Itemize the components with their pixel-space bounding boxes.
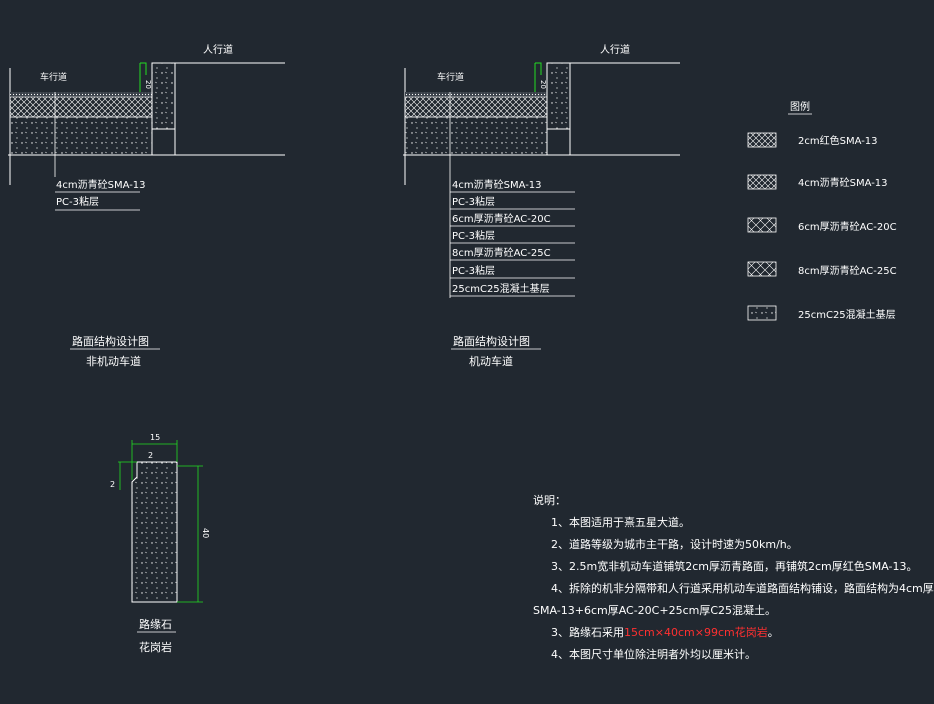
sidewalk-label-left: 人行道 — [203, 43, 233, 56]
legend: 图例 2cm红色SMA-13 4cm沥青砼SMA-13 6cm厚沥青砼AC-20… — [747, 100, 897, 321]
legend-title: 图例 — [790, 100, 810, 113]
svg-text:20: 20 — [144, 80, 152, 89]
layer-label-mid-3: PC-3粘层 — [452, 229, 495, 242]
layer-ac-left — [9, 96, 153, 118]
layer-label-mid-0: 4cm沥青砼SMA-13 — [452, 178, 542, 191]
curb-dim-width: 15 — [150, 433, 160, 442]
layer-label-left-0: 4cm沥青砼SMA-13 — [56, 178, 146, 191]
note-line-1: 1、本图适用于熹五星大道。 — [551, 516, 690, 529]
curb-stone-mid — [546, 62, 571, 130]
cad-canvas: 20 人行道 车行道 4cm沥青砼SMA-13 PC-3粘层 路面结构设计图 非… — [8, 43, 934, 666]
drawing-subtitle-mid: 机动车道 — [469, 354, 513, 368]
drawing-subtitle-left: 非机动车道 — [86, 354, 141, 368]
legend-item-1: 4cm沥青砼SMA-13 — [798, 176, 888, 189]
legend-swatch-2 — [747, 217, 777, 233]
layer-label-mid-4: 8cm厚沥青砼AC-25C — [452, 246, 551, 259]
svg-text:20: 20 — [539, 80, 547, 89]
carriageway-label-left: 车行道 — [40, 71, 67, 83]
pavement-section-mid: 20 人行道 车行道 4cm沥青砼SMA-13 PC-3粘层 6cm厚沥青砼AC… — [403, 43, 680, 368]
legend-swatch-1 — [747, 174, 777, 190]
legend-item-0: 2cm红色SMA-13 — [798, 134, 878, 147]
note-line-5-pre: 3、路缘石采用 — [551, 626, 624, 639]
layer-sma-left — [10, 92, 152, 97]
legend-swatch-4 — [747, 305, 777, 321]
curb-dim-small: 2 — [110, 480, 115, 489]
notes-block: 说明： 1、本图适用于熹五星大道。 2、道路等级为城市主干路，设计时速为50km… — [533, 490, 934, 666]
cad-drawing: 20 人行道 车行道 4cm沥青砼SMA-13 PC-3粘层 路面结构设计图 非… — [8, 43, 897, 654]
legend-swatch-3 — [747, 261, 777, 277]
carriageway-label-mid: 车行道 — [437, 71, 464, 83]
layer-sma-mid — [405, 92, 547, 97]
curb-dim-height: 40 — [201, 528, 210, 538]
drawing-title-left: 路面结构设计图 — [72, 334, 149, 348]
layer-label-mid-2: 6cm厚沥青砼AC-20C — [452, 212, 551, 225]
note-line-2: 2、道路等级为城市主干路，设计时速为50km/h。 — [551, 538, 798, 551]
layer-ac-mid — [404, 96, 548, 118]
curb-subtitle: 花岗岩 — [139, 640, 172, 654]
curb-dim-inner: 2 — [148, 451, 153, 460]
note-line-6: 4、本图尺寸单位除注明者外均以厘米计。 — [551, 648, 756, 661]
note-line-5: 3、路缘石采用15cm×40cm×99cm花岗岩。 — [533, 622, 893, 644]
pavement-section-left: 20 人行道 车行道 4cm沥青砼SMA-13 PC-3粘层 路面结构设计图 非… — [8, 43, 285, 368]
layer-base-left — [9, 116, 153, 156]
curb-detail: 15 2 2 40 路缘石 花岗岩 — [110, 433, 210, 654]
curb-title: 路缘石 — [139, 618, 172, 631]
curb-stone-left — [151, 62, 176, 130]
curb-profile — [131, 461, 178, 603]
note-line-3: 3、2.5m宽非机动车道铺筑2cm厚沥青路面，再铺筑2cm厚红色SMA-13。 — [551, 560, 918, 573]
note-line-4: 4、拆除的机非分隔带和人行道采用机动车道路面结构铺设，路面结构为4cm厚 — [551, 582, 934, 595]
layer-label-left-1: PC-3粘层 — [56, 195, 99, 208]
legend-item-4: 25cmC25混凝土基层 — [798, 308, 896, 321]
legend-item-3: 8cm厚沥青砼AC-25C — [798, 264, 897, 277]
sidewalk-label-mid: 人行道 — [600, 43, 630, 56]
legend-item-2: 6cm厚沥青砼AC-20C — [798, 220, 897, 233]
note-line-5-red: 15cm×40cm×99cm花岗岩 — [624, 626, 768, 639]
legend-swatch-0 — [747, 132, 777, 148]
layer-label-mid-1: PC-3粘层 — [452, 195, 495, 208]
layer-base-mid — [404, 116, 548, 156]
layer-label-mid-5: PC-3粘层 — [452, 264, 495, 277]
drawing-title-mid: 路面结构设计图 — [453, 334, 530, 348]
notes-heading: 说明： — [533, 494, 566, 507]
note-line-4b: SMA-13+6cm厚AC-20C+25cm厚C25混凝土。 — [533, 604, 777, 617]
note-line-5-post: 。 — [767, 626, 779, 639]
layer-label-mid-6: 25cmC25混凝土基层 — [452, 282, 550, 295]
